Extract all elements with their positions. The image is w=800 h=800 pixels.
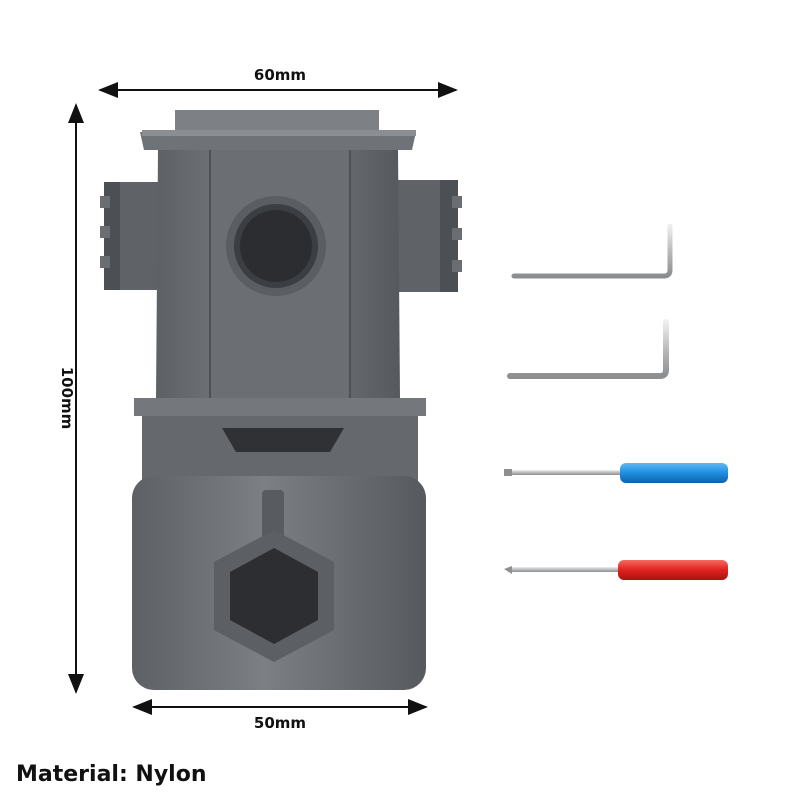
dimension-height-label: 100mm <box>58 367 76 430</box>
dimension-bottom-width-label: 50mm <box>254 714 306 732</box>
hex-key-large <box>507 319 669 379</box>
material-label: Material: Nylon <box>16 762 207 787</box>
top-hex-cap <box>140 110 416 150</box>
front-round-socket <box>226 196 326 296</box>
hex-socket <box>214 530 334 662</box>
phillips-screwdriver <box>504 560 728 580</box>
dimension-top-width-label: 60mm <box>254 66 306 84</box>
dimension-top-width: 60mm <box>98 66 458 98</box>
hex-key-small <box>511 223 673 279</box>
dimension-bottom-width: 50mm <box>132 699 428 732</box>
flathead-screwdriver <box>504 463 728 483</box>
middle-collar <box>134 398 426 482</box>
dimension-height: 100mm <box>58 103 84 694</box>
multi-tool-body <box>100 110 462 690</box>
